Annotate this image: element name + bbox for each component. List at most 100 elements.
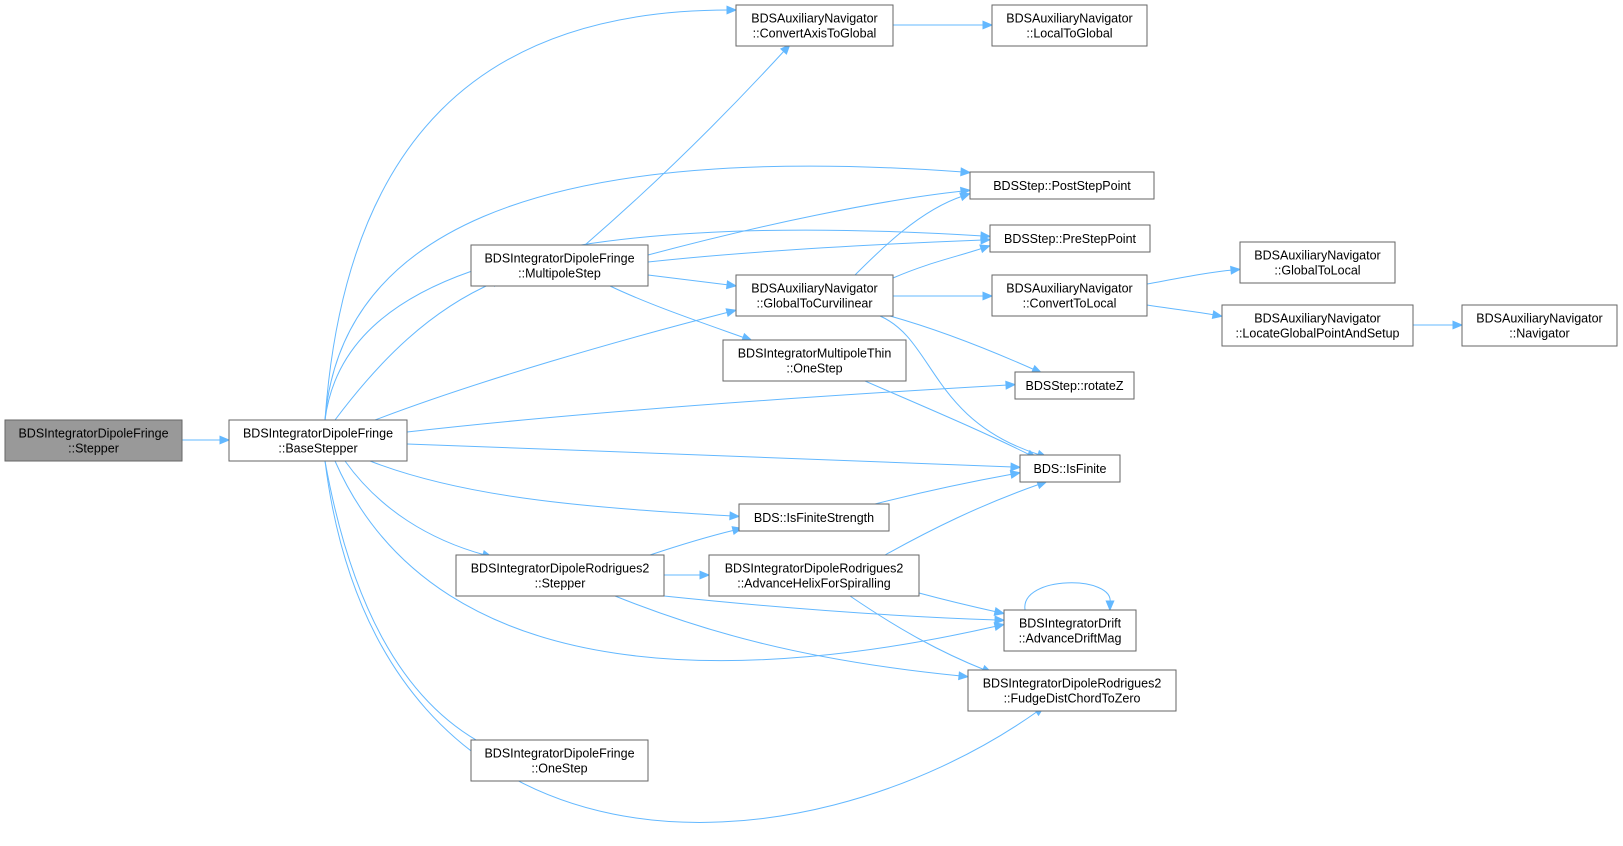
edge-multipolethin-to-isfinite (864, 380, 1038, 459)
node-globaltocurv[interactable]: BDSAuxiliaryNavigator::GlobalToCurviline… (735, 274, 894, 317)
edge-arrowhead (725, 280, 738, 290)
node-globaltolocal[interactable]: BDSAuxiliaryNavigator::GlobalToLocal (1239, 241, 1396, 284)
edge-line (406, 443, 1014, 468)
node-box (735, 274, 894, 317)
edge-arrowhead (729, 511, 741, 521)
node-label: ::ConvertToLocal (1023, 297, 1117, 311)
edge-arrowhead (960, 167, 972, 177)
node-box (228, 419, 408, 462)
node-box (1003, 609, 1137, 652)
node-box (1461, 304, 1618, 347)
node-box (967, 669, 1177, 712)
edge-basestepper-to-isfinitestrength (369, 460, 741, 521)
edge-arrowhead (979, 244, 991, 254)
node-rodstepper[interactable]: BDSIntegratorDipoleRodrigues2::Stepper (455, 554, 665, 597)
edge-convertaxis-to-localtoglobal (893, 20, 994, 30)
edge-advancehelix-to-isfinite (884, 480, 1048, 556)
edge-line (849, 595, 986, 671)
node-label: BDSIntegratorDipoleFringe (243, 427, 393, 441)
edge-advancehelix-to-fudge (849, 595, 993, 674)
node-box (989, 224, 1151, 253)
node-navigator[interactable]: BDSAuxiliaryNavigator::Navigator (1461, 304, 1618, 347)
node-box (1014, 371, 1135, 400)
edge-arrowhead (699, 570, 711, 580)
node-converttolocal[interactable]: BDSAuxiliaryNavigator::ConvertToLocal (991, 274, 1148, 317)
node-label: BDSIntegratorMultipoleThin (738, 347, 892, 361)
edge-globaltocurv-to-rotatez (889, 315, 1043, 374)
node-label: BDSIntegratorDipoleFringe (484, 252, 634, 266)
node-label: BDSStep::PostStepPoint (993, 179, 1131, 193)
node-label: ::OneStep (786, 362, 842, 376)
edge-converttolocal-to-locateglobal (1146, 304, 1224, 320)
edge-arrowhead (1010, 462, 1022, 472)
edge-line (324, 460, 1039, 823)
node-box (991, 274, 1148, 317)
node-poststep[interactable]: BDSStep::PostStepPoint (969, 171, 1155, 200)
node-multipolestep[interactable]: BDSIntegratorDipoleFringe::MultipoleStep (470, 244, 649, 287)
node-isfinitestrength[interactable]: BDS::IsFiniteStrength (738, 503, 890, 532)
edge-line (884, 483, 1041, 556)
edge-basestepper-to-rotatez (406, 380, 1017, 433)
edge-multipolestep-to-globaltocurv (647, 274, 738, 290)
node-multipolethin[interactable]: BDSIntegratorMultipoleThin::OneStep (722, 339, 907, 382)
node-advancedrift[interactable]: BDSIntegratorDrift::AdvanceDriftMag (1003, 609, 1137, 652)
edge-line (406, 384, 1009, 433)
node-basestepper[interactable]: BDSIntegratorDipoleFringe::BaseStepper (228, 419, 408, 462)
edge-advancehelix-to-advancedrift (918, 592, 1006, 616)
node-label: ::ConvertAxisToGlobal (753, 27, 877, 41)
node-prestep[interactable]: BDSStep::PreStepPoint (989, 224, 1151, 253)
edge-line (663, 595, 998, 621)
node-box (1221, 304, 1414, 347)
node-label: BDSStep::rotateZ (1026, 379, 1124, 393)
edge-line (369, 460, 733, 517)
node-label: BDSIntegratorDipoleFringe (18, 427, 168, 441)
edge-rodstepper-to-advancedrift (663, 595, 1006, 625)
edge-arrowhead (993, 622, 1006, 631)
edge-line (344, 460, 486, 556)
edge-arrowhead (959, 192, 971, 202)
edge-arrowhead (1211, 310, 1224, 320)
edge-arrowhead (994, 615, 1006, 625)
node-label: ::Navigator (1509, 327, 1569, 341)
node-label: BDSAuxiliaryNavigator (1006, 12, 1132, 26)
edge-line (647, 274, 730, 286)
edge-line (334, 281, 496, 421)
edge-arrowhead (779, 43, 791, 55)
edge-basestepper-to-poststep (324, 165, 972, 421)
node-onestep[interactable]: BDSIntegratorDipoleFringe::OneStep (470, 739, 649, 782)
edge-arrowhead (982, 20, 994, 30)
edge-globaltocurv-to-prestep (892, 244, 991, 279)
edge-globaltocurv-to-poststep (854, 192, 971, 276)
node-locateglobal[interactable]: BDSAuxiliaryNavigator::LocateGlobalPoint… (1221, 304, 1414, 347)
edge-arrowhead (1005, 380, 1017, 390)
node-label: BDSAuxiliaryNavigator (751, 12, 877, 26)
node-isfinite[interactable]: BDS::IsFinite (1019, 454, 1121, 483)
node-label: BDSAuxiliaryNavigator (1476, 312, 1602, 326)
node-box (735, 4, 894, 47)
edge-line (1146, 269, 1234, 285)
node-rotatez[interactable]: BDSStep::rotateZ (1014, 371, 1135, 400)
node-fudge[interactable]: BDSIntegratorDipoleRodrigues2::FudgeDist… (967, 669, 1177, 712)
node-box (991, 4, 1148, 47)
edge-arrowhead (958, 671, 970, 681)
node-label: ::GlobalToLocal (1274, 264, 1360, 278)
node-box (708, 554, 920, 597)
node-convertaxis[interactable]: BDSAuxiliaryNavigator::ConvertAxisToGlob… (735, 4, 894, 47)
edge-line (918, 592, 998, 613)
edges-layer (182, 5, 1464, 823)
edge-line (584, 49, 786, 246)
node-label: ::BaseStepper (278, 442, 357, 456)
node-box (738, 503, 890, 532)
node-label: BDS::IsFinite (1034, 462, 1107, 476)
node-stepper[interactable]: BDSIntegratorDipoleFringe::Stepper (4, 419, 183, 462)
edge-line (892, 247, 984, 279)
node-localtoglobal[interactable]: BDSAuxiliaryNavigator::LocalToGlobal (991, 4, 1148, 47)
edge-line (647, 190, 964, 256)
node-label: BDSAuxiliaryNavigator (751, 282, 877, 296)
edge-locateglobal-to-navigator (1413, 320, 1464, 330)
node-box (1019, 454, 1121, 483)
node-label: ::GlobalToCurvilinear (756, 297, 872, 311)
edge-basestepper-to-multipolestep (334, 278, 503, 421)
node-advancehelix[interactable]: BDSIntegratorDipoleRodrigues2::AdvanceHe… (708, 554, 920, 597)
edge-basestepper-to-fudge (324, 460, 1045, 823)
